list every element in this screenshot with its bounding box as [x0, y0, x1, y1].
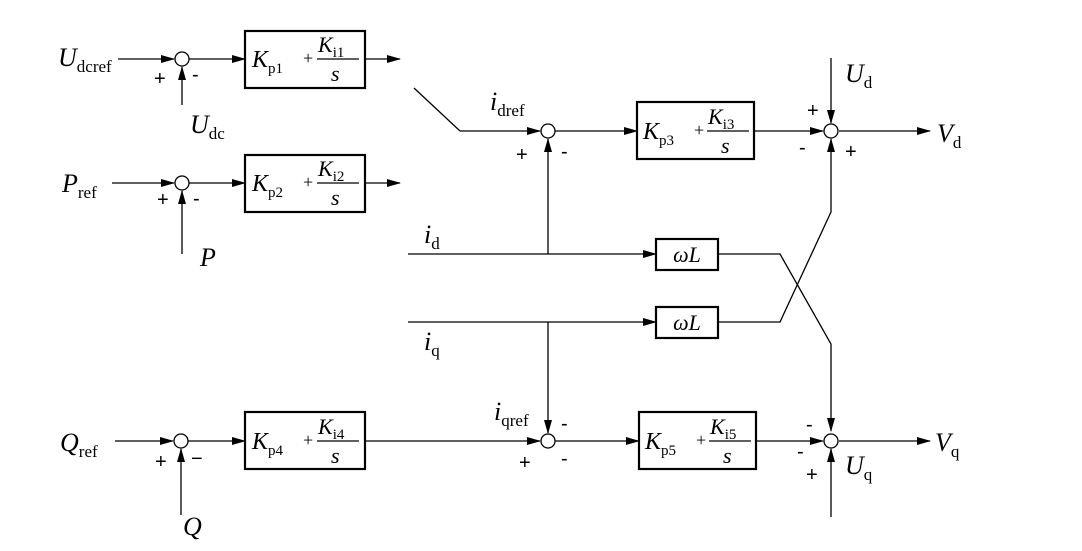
svg-text:Ud: Ud: [845, 59, 873, 92]
pi-block-3-formula: Kp3 + Ki3 s: [642, 104, 749, 158]
sign-s1-fb: -: [192, 64, 199, 86]
coupling-upper-label: ωL: [673, 242, 701, 267]
svg-text:Kp4: Kp4: [251, 429, 284, 459]
svg-text:s: s: [331, 185, 340, 210]
label-id: id: [424, 220, 440, 253]
sum-junction-vd: [823, 123, 839, 139]
label-uq: Uq: [845, 451, 873, 484]
svg-text:+: +: [694, 120, 704, 140]
svg-text:s: s: [331, 443, 340, 468]
mode-switch: [413, 87, 461, 132]
svg-text:Kp3: Kp3: [642, 119, 674, 149]
sign-s5-fb: -: [561, 448, 568, 470]
sign-s2-in: +: [157, 189, 169, 211]
sign-s6-cross: +: [845, 141, 857, 163]
svg-text:Vd: Vd: [937, 119, 962, 152]
label-iqref: iqref: [494, 397, 529, 430]
label-ud: Ud: [845, 59, 873, 92]
label-pref: Pref: [61, 169, 97, 202]
wire-coupling-to-vq: [718, 253, 835, 432]
svg-text:Vq: Vq: [935, 428, 960, 461]
sign-s3-fb: -: [561, 141, 568, 163]
label-vd: Vd: [937, 119, 962, 152]
sign-s5-in: +: [519, 452, 531, 474]
svg-text:Kp2: Kp2: [251, 171, 283, 201]
sign-s4-fb: −: [191, 448, 203, 470]
sign-s2-fb: -: [193, 188, 200, 210]
sign-s3-in: +: [516, 144, 528, 166]
svg-text:Ki1: Ki1: [317, 32, 344, 61]
pi-block-1-formula: Kp1 + Ki1 s: [251, 32, 359, 86]
label-udc: Udc: [190, 110, 225, 143]
label-qref: Qref: [60, 428, 98, 461]
label-idref: idref: [490, 87, 525, 120]
coupling-lower-label: ωL: [673, 310, 701, 335]
sign-s1-in: +: [154, 68, 166, 90]
sum-junction-5: [540, 433, 556, 449]
label-iq: iq: [424, 327, 440, 360]
sign-s7-in: -: [797, 441, 804, 463]
sign-s7-ff: +: [806, 464, 818, 486]
sum-junction-1: [174, 51, 190, 67]
svg-text:s: s: [723, 443, 732, 468]
svg-text:Kp5: Kp5: [644, 429, 676, 459]
sum-junction-4: [173, 433, 189, 449]
label-vq: Vq: [935, 428, 960, 461]
svg-text:Ki5: Ki5: [709, 414, 736, 443]
pi-block-2-formula: Kp2 + Ki2 s: [251, 156, 359, 210]
label-p: P: [199, 243, 216, 272]
sign-s5-top: -: [561, 413, 568, 435]
wire-coupling-to-vd: [718, 138, 835, 323]
svg-text:id: id: [424, 220, 440, 253]
sign-s7-cross: -: [806, 414, 813, 436]
svg-text:Kp1: Kp1: [251, 47, 283, 77]
sign-s4-in: +: [155, 451, 167, 473]
pi-block-4-formula: Kp4 + Ki4 s: [251, 414, 359, 468]
svg-text:Ki3: Ki3: [707, 104, 734, 133]
svg-text:Udc: Udc: [190, 110, 225, 143]
coupling-block-lower: [654, 305, 720, 340]
sum-junction-2: [174, 175, 190, 191]
svg-text:s: s: [721, 133, 730, 158]
svg-text:idref: idref: [490, 87, 525, 120]
svg-text:Udcref: Udcref: [58, 43, 112, 76]
svg-text:iqref: iqref: [494, 397, 529, 430]
svg-text:s: s: [331, 61, 340, 86]
svg-text:+: +: [303, 48, 313, 68]
svg-text:+: +: [696, 430, 706, 450]
sum-junction-vq: [823, 433, 839, 449]
label-udcref: Udcref: [58, 43, 112, 76]
svg-text:Qref: Qref: [60, 428, 98, 461]
svg-text:+: +: [303, 430, 313, 450]
svg-text:+: +: [303, 172, 313, 192]
svg-text:Uq: Uq: [845, 451, 873, 484]
svg-text:Ki4: Ki4: [317, 414, 345, 443]
svg-text:Ki2: Ki2: [317, 156, 344, 185]
sign-s6-in: -: [799, 137, 806, 159]
sum-junction-3: [540, 123, 556, 139]
sign-s6-ff: +: [807, 100, 819, 122]
label-q: Q: [183, 512, 202, 541]
coupling-block-upper: [654, 237, 720, 272]
svg-text:Pref: Pref: [61, 169, 97, 202]
svg-text:iq: iq: [424, 327, 440, 360]
pi-block-5-formula: Kp5 + Ki5 s: [644, 414, 751, 468]
